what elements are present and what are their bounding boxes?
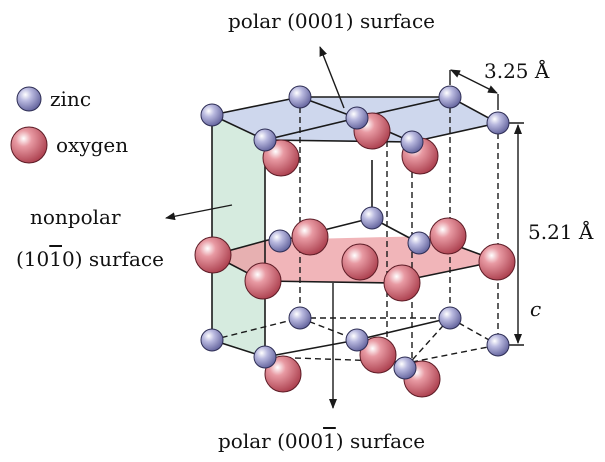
- zinc-atom: [438, 85, 462, 109]
- zinc-atom: [268, 229, 292, 253]
- zinc-atom: [486, 111, 510, 135]
- oxygen-atom: [341, 243, 379, 281]
- zinc-atom: [253, 345, 277, 369]
- top-surface-label: polar (0001) surface: [228, 9, 435, 33]
- oxygen-atom: [194, 236, 232, 274]
- lattice-c-symbol-label: c: [530, 297, 541, 321]
- oxygen-atom: [478, 243, 516, 281]
- zinc-atom: [288, 85, 312, 109]
- oxygen-atom: [383, 264, 421, 302]
- atoms: [194, 85, 516, 398]
- zinc-atom: [200, 328, 224, 352]
- oxygen-atom: [244, 262, 282, 300]
- zinc-atom: [345, 106, 369, 130]
- zinc-atom: [253, 128, 277, 152]
- zinc-atom: [438, 306, 462, 330]
- lattice-c-value-label: 5.21 Å: [528, 219, 594, 244]
- zinc-atom: [407, 231, 431, 255]
- legend-oxygen-label: oxygen: [56, 133, 128, 157]
- bottom-surface-label: polar (0001) surface: [218, 429, 425, 453]
- side-surface-label-line2: (1010) surface: [16, 247, 164, 271]
- side-surface-pointer-arrow: [165, 204, 233, 221]
- zinc-atom: [393, 356, 417, 380]
- lattice-a-dimension-arrow: [450, 69, 498, 94]
- oxygen-atom: [291, 218, 329, 256]
- zinc-atom: [360, 206, 384, 230]
- oxygen-atom: [359, 336, 397, 374]
- zinc-atom: [200, 103, 224, 127]
- nonpolar-surface-plane: [212, 115, 265, 357]
- legend: zinc oxygen: [10, 86, 128, 164]
- side-surface-label-line1: nonpolar: [30, 205, 121, 229]
- zinc-atom: [400, 130, 424, 154]
- legend-zinc-label: zinc: [50, 87, 91, 111]
- zinc-atom: [345, 328, 369, 352]
- zinc-atom: [288, 306, 312, 330]
- oxygen-atom: [264, 355, 302, 393]
- oxygen-atom: [429, 217, 467, 255]
- lattice-a-label: 3.25 Å: [484, 58, 550, 83]
- legend-oxygen-icon: [10, 126, 48, 164]
- top-surface-pointer-arrow: [319, 46, 345, 109]
- legend-zinc-icon: [16, 86, 42, 112]
- zinc-atom: [486, 333, 510, 357]
